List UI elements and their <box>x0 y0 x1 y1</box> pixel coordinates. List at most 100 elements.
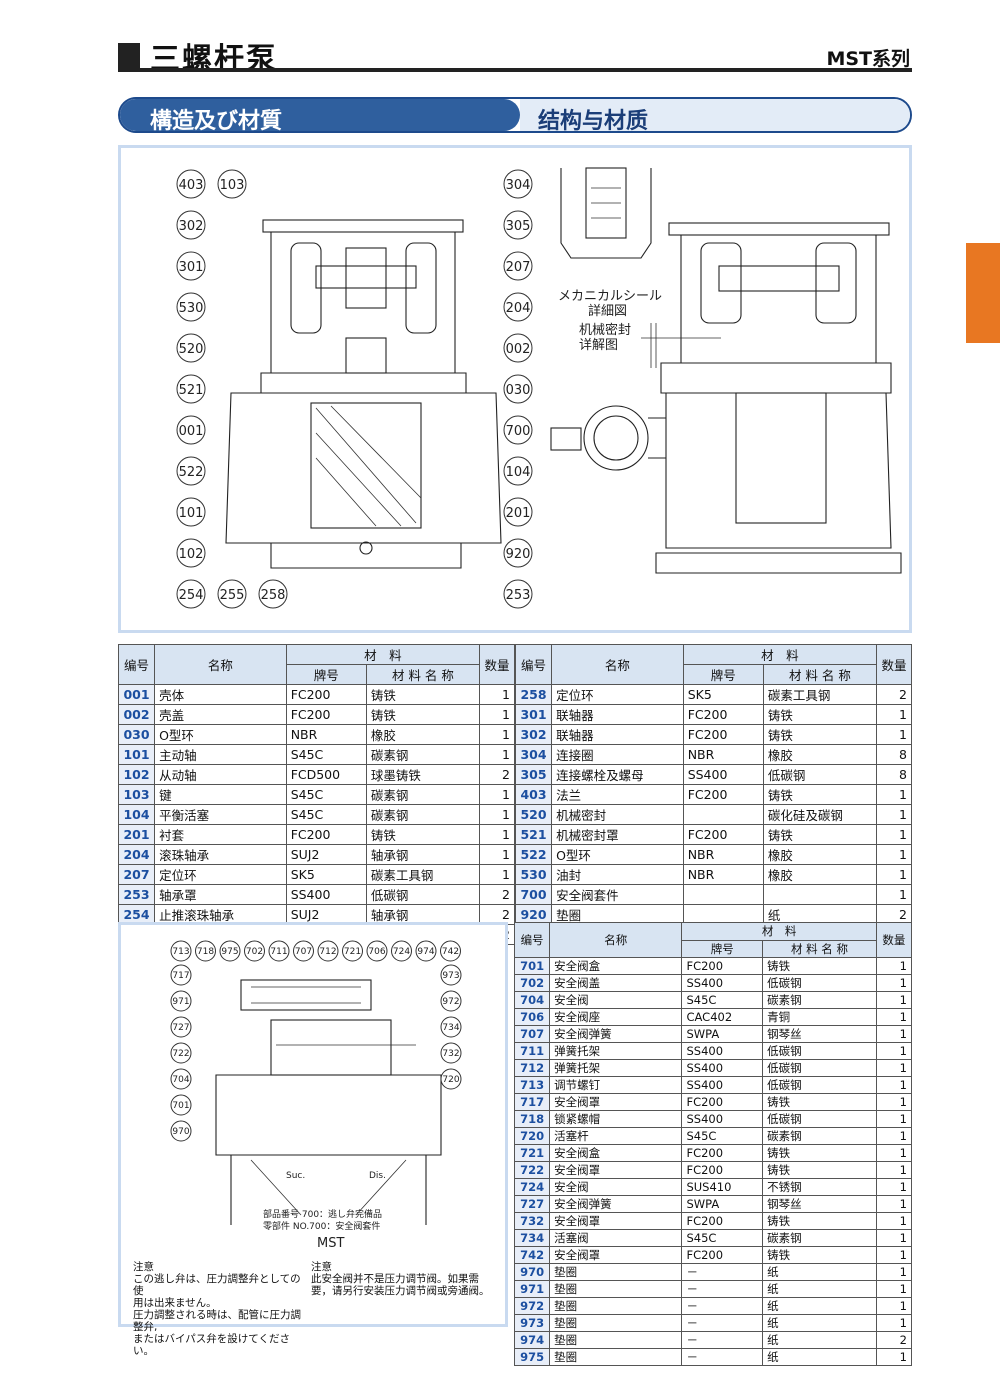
part-qty: 1 <box>876 864 912 885</box>
callout-circle <box>503 333 533 363</box>
pump-section-right <box>550 222 902 574</box>
callout-circle <box>170 964 192 986</box>
part-name: 安全阀罩 <box>549 1212 683 1230</box>
part-qty: 1 <box>875 1008 913 1026</box>
callout-circle <box>176 333 206 363</box>
part-brand: SK5 <box>682 684 764 705</box>
part-number: 104 <box>117 804 156 825</box>
callout-number: 522 <box>179 465 204 480</box>
callout-circle <box>217 169 247 199</box>
part-number: 718 <box>513 1110 551 1128</box>
callout-number: 972 <box>442 997 459 1007</box>
part-brand: S45C <box>681 1127 764 1145</box>
part-qty: 1 <box>876 844 912 865</box>
part-name: 机械密封罩 <box>551 824 684 845</box>
callout-number: 520 <box>179 342 204 357</box>
part-qty: 1 <box>875 991 913 1009</box>
part-number: 030 <box>117 724 156 745</box>
part-qty: 1 <box>479 704 515 725</box>
part-brand: SS400 <box>285 884 367 905</box>
part-name: 壳盖 <box>154 704 287 725</box>
callout-number: 742 <box>442 947 459 957</box>
callout-number: 717 <box>172 971 189 981</box>
part-qty: 2 <box>479 884 515 905</box>
callout-circle <box>170 990 192 1012</box>
callout-number: 104 <box>506 465 531 480</box>
part-material: 碳素钢 <box>365 744 481 765</box>
callout-circle <box>176 415 206 445</box>
part-qty: 1 <box>875 1025 913 1043</box>
callout-circle <box>440 940 461 962</box>
part-qty: 1 <box>875 1314 913 1332</box>
callout-number: 304 <box>506 178 531 193</box>
part-number: 702 <box>513 974 551 992</box>
callout-number: 722 <box>172 1049 189 1059</box>
part-number: 732 <box>513 1212 551 1230</box>
part-name: 垫圈 <box>549 1297 683 1315</box>
part-brand: SUJ2 <box>285 844 367 865</box>
part-number: 722 <box>513 1161 551 1179</box>
part-material: 纸 <box>762 1280 877 1298</box>
part-number: 712 <box>513 1059 551 1077</box>
note-jp-title: 注意 <box>133 1261 154 1273</box>
part-material: 低碳钢 <box>762 974 877 992</box>
callout-number: 207 <box>506 260 531 275</box>
part-number: 522 <box>514 844 553 865</box>
part-name: 安全阀盒 <box>549 957 683 975</box>
note-jp: 注意 この逃し弁は、圧力調整弁としての使 用は出来ません。 圧力調整される時は、… <box>133 1261 308 1357</box>
part-name: 从动轴 <box>154 764 287 785</box>
part-material: 橡胶 <box>762 744 878 765</box>
part-brand: NBR <box>682 744 764 765</box>
col-mat-name: 材 料 名 称 <box>365 664 481 685</box>
part-material: 纸 <box>762 1297 877 1315</box>
callout-number: 301 <box>179 260 204 275</box>
part-number: 302 <box>514 724 553 745</box>
callout-number: 302 <box>179 219 204 234</box>
callout-circle <box>176 538 206 568</box>
col-no: 编号 <box>117 644 156 685</box>
callout-circle <box>258 579 288 609</box>
callout-number: 721 <box>344 947 361 957</box>
part-material: 铸铁 <box>365 684 481 705</box>
callout-number: 701 <box>172 1101 189 1111</box>
callout-circle <box>366 940 388 962</box>
col-qty: 数量 <box>875 922 913 958</box>
part-brand: SS400 <box>681 1042 764 1060</box>
part-brand: － <box>681 1263 764 1281</box>
part-material: 铸铁 <box>365 824 481 845</box>
callout-circle <box>503 169 533 199</box>
callout-circle <box>503 579 533 609</box>
part-brand: S45C <box>681 991 764 1009</box>
note-cn-body: 此安全阀并不是压力调节阀。如果需 要，请另行安装压力调节阀或旁通阀。 <box>311 1273 490 1297</box>
part-brand: FC200 <box>681 957 764 975</box>
part-number: 002 <box>117 704 156 725</box>
part-qty: 8 <box>876 744 912 765</box>
part-qty: 1 <box>875 974 913 992</box>
part-qty: 1 <box>479 784 515 805</box>
part-brand: SS400 <box>681 974 764 992</box>
seal-label-jp: メカニカルシール詳細図 <box>558 289 662 319</box>
part-qty: 1 <box>875 1178 913 1196</box>
note-cn: 注意 此安全阀并不是压力调节阀。如果需 要，请另行安装压力调节阀或旁通阀。 <box>311 1261 501 1297</box>
callout-circle <box>440 964 462 986</box>
part-number: 701 <box>513 957 551 975</box>
part-name: 安全阀座 <box>549 1008 683 1026</box>
side-tab <box>966 243 1000 343</box>
part-number: 706 <box>513 1008 551 1026</box>
part-qty: 1 <box>875 1263 913 1281</box>
part-name: 垫圈 <box>551 904 684 925</box>
part-material: 铸铁 <box>762 1093 877 1111</box>
part-number: 101 <box>117 744 156 765</box>
